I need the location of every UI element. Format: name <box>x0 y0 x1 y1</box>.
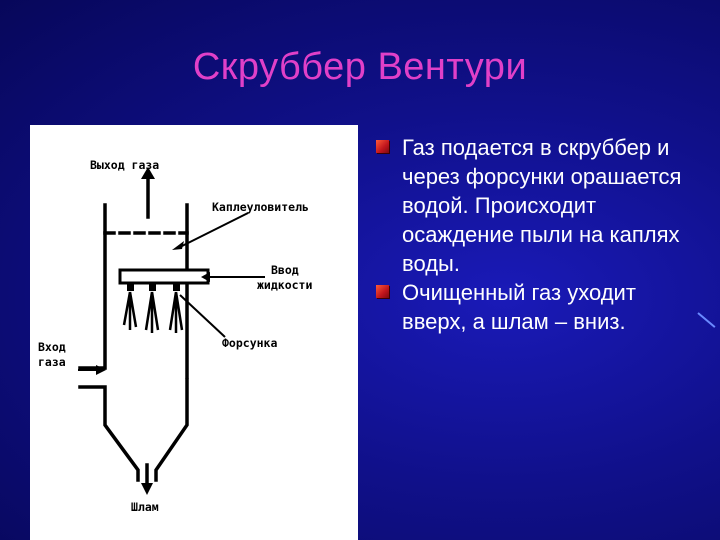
label-gas-inlet-2: газа <box>38 355 66 369</box>
liquid-arrowhead <box>201 272 210 282</box>
label-liquid-inlet-2: жидкости <box>257 278 312 292</box>
hopper-right <box>154 378 189 482</box>
label-nozzle: Форсунка <box>222 336 277 350</box>
bullet-square-icon <box>376 140 389 153</box>
scrubber-diagram: Выход газа Каплеуловитель Ввод жидкости … <box>30 125 358 540</box>
gas-outlet-arrowhead <box>141 167 155 179</box>
label-liquid-inlet-1: Ввод <box>271 263 299 277</box>
slide-title: Скруббер Вентури <box>192 46 528 88</box>
spray-cones <box>122 291 184 333</box>
vessel-left-wall <box>78 203 107 370</box>
label-gas-inlet-1: Вход <box>38 340 66 354</box>
catcher-leader <box>179 212 249 248</box>
liquid-pipe <box>118 268 210 285</box>
sludge-arrowhead <box>141 483 153 495</box>
catcher-arrowhead <box>172 241 184 250</box>
bullet-item: Очищенный газ уходит вверх, а шлам – вни… <box>376 278 706 336</box>
bullet-text: Очищенный газ уходит вверх, а шлам – вни… <box>402 280 636 334</box>
nozzle-leader <box>179 294 226 338</box>
bullet-text: Газ подается в скруббер и через форсунки… <box>402 135 682 276</box>
bullet-list: Газ подается в скруббер и через форсунки… <box>376 133 706 336</box>
hopper-left <box>78 385 140 482</box>
label-droplet-catcher: Каплеуловитель <box>212 200 309 214</box>
label-sludge: Шлам <box>131 500 159 514</box>
nozzles <box>127 283 180 291</box>
scrubber-diagram-svg: Выход газа Каплеуловитель Ввод жидкости … <box>38 158 312 514</box>
bullet-square-icon <box>376 285 389 298</box>
gas-inlet-arrowhead <box>96 365 106 375</box>
bullet-item: Газ подается в скруббер и через форсунки… <box>376 133 706 278</box>
label-gas-outlet: Выход газа <box>90 158 159 172</box>
